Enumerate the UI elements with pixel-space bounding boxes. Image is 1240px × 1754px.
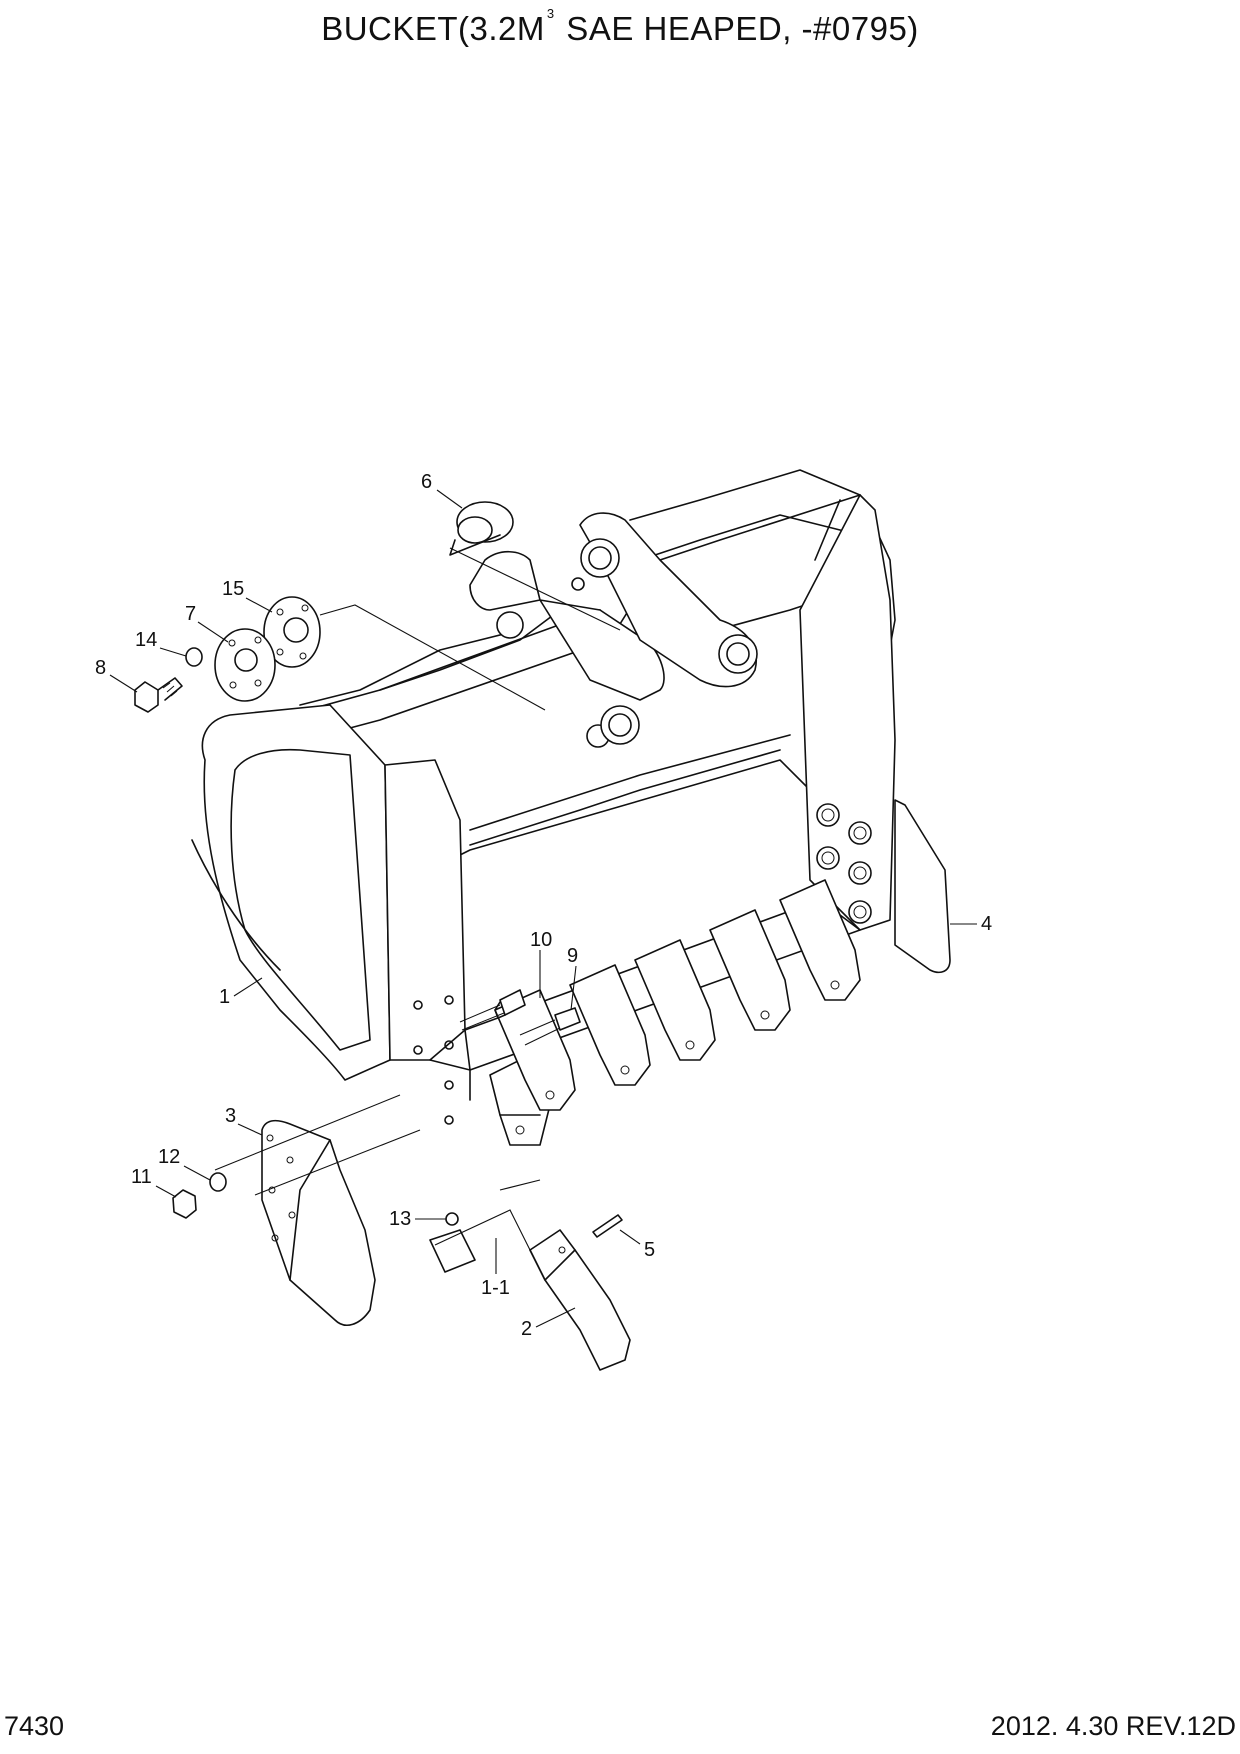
callout-4: 4 bbox=[981, 913, 992, 935]
part-11-nut bbox=[172, 1189, 197, 1219]
callout-9: 9 bbox=[567, 945, 578, 967]
part-12-washer bbox=[209, 1172, 227, 1192]
callout-12: 12 bbox=[158, 1146, 180, 1168]
part-13-washer bbox=[445, 1212, 459, 1226]
part-3-side-cutter bbox=[261, 1119, 376, 1326]
part-6-bushing bbox=[449, 501, 514, 556]
callout-1: 1 bbox=[219, 986, 230, 1008]
part-5-pin bbox=[592, 1214, 623, 1238]
callout-14: 14 bbox=[135, 629, 157, 651]
page-number: 7430 bbox=[4, 1711, 65, 1741]
part-8-bolt bbox=[134, 677, 183, 713]
part-7-plate bbox=[214, 628, 276, 702]
callout-13: 13 bbox=[389, 1208, 411, 1230]
assembly-lines bbox=[214, 547, 621, 1251]
callout-3: 3 bbox=[225, 1105, 236, 1127]
callout-8: 8 bbox=[95, 657, 106, 679]
callout-2: 2 bbox=[521, 1318, 532, 1340]
right-plate-bolts bbox=[816, 803, 872, 924]
callout-labels: 6 15 7 14 8 10 9 1 4 3 12 11 13 5 1-1 2 bbox=[95, 471, 992, 1340]
callout-7: 7 bbox=[185, 603, 196, 625]
title-rest: SAE HEAPED, -#0795) bbox=[556, 10, 919, 47]
part-15-shim bbox=[263, 596, 321, 668]
callout-10: 10 bbox=[530, 929, 552, 951]
callout-6: 6 bbox=[421, 471, 432, 493]
revision-date: 2012. 4.30 REV.12D bbox=[990, 1711, 1236, 1741]
part-9-bolt bbox=[519, 1007, 581, 1046]
part-4-side-cutter bbox=[894, 799, 951, 974]
title-main: BUCKET(3.2M bbox=[321, 10, 545, 47]
callout-5: 5 bbox=[644, 1239, 655, 1261]
part-14-washer bbox=[185, 647, 203, 667]
callout-15: 15 bbox=[222, 578, 244, 600]
callout-11: 11 bbox=[131, 1166, 152, 1188]
part-2-tooth-point bbox=[529, 1229, 631, 1371]
title-superscript: 3 bbox=[546, 6, 555, 21]
callout-1-1: 1-1 bbox=[481, 1277, 510, 1299]
part-10-bolt bbox=[459, 989, 526, 1031]
bucket-teeth bbox=[489, 879, 861, 1146]
